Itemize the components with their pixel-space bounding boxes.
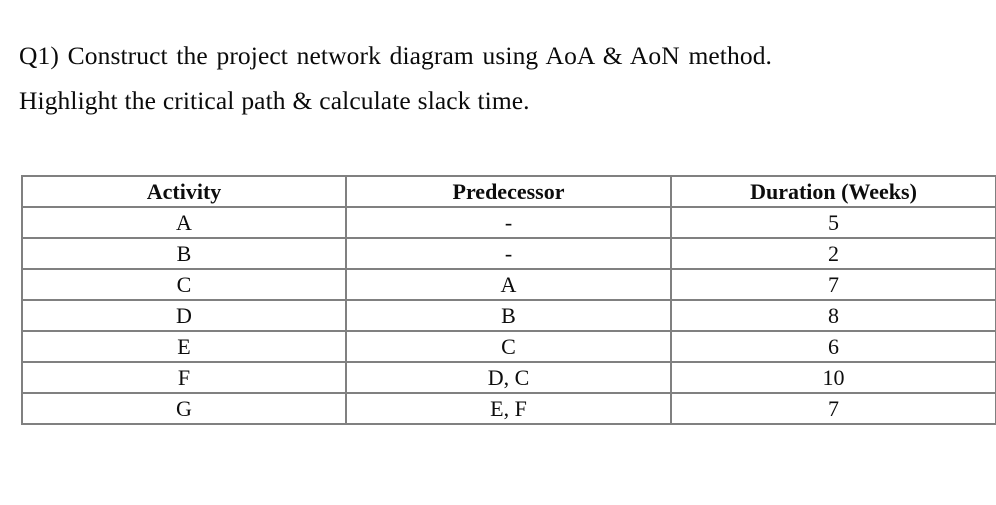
cell-duration: 6 [670, 330, 996, 363]
cell-activity: D [21, 299, 347, 332]
cell-predecessor: E, F [345, 392, 672, 425]
table-row: G E, F 7 [21, 392, 996, 425]
table-row: F D, C 10 [21, 361, 996, 394]
column-header-predecessor: Predecessor [345, 175, 672, 208]
cell-duration: 8 [670, 299, 996, 332]
cell-predecessor: - [345, 237, 672, 270]
column-header-duration: Duration (Weeks) [670, 175, 996, 208]
table-row: D B 8 [21, 299, 996, 332]
table-header: Activity Predecessor Duration (Weeks) [21, 175, 996, 208]
cell-duration: 5 [670, 206, 996, 239]
table-row: C A 7 [21, 268, 996, 301]
cell-predecessor: - [345, 206, 672, 239]
cell-duration: 7 [670, 268, 996, 301]
table-row: A - 5 [21, 206, 996, 239]
cell-activity: F [21, 361, 347, 394]
column-header-activity: Activity [21, 175, 347, 208]
activity-table-container: Activity Predecessor Duration (Weeks) A … [21, 175, 996, 425]
cell-activity: B [21, 237, 347, 270]
table-header-row: Activity Predecessor Duration (Weeks) [21, 175, 996, 208]
cell-predecessor: A [345, 268, 672, 301]
activity-table: Activity Predecessor Duration (Weeks) A … [21, 175, 996, 425]
cell-duration: 7 [670, 392, 996, 425]
cell-activity: C [21, 268, 347, 301]
question-line-2: Highlight the critical path & calculate … [19, 86, 530, 115]
table-body: A - 5 B - 2 C A 7 D B 8 [21, 206, 996, 425]
cell-duration: 2 [670, 237, 996, 270]
table-row: E C 6 [21, 330, 996, 363]
question-line-1: Q1) Construct the project network diagra… [19, 41, 773, 70]
cell-activity: A [21, 206, 347, 239]
cell-predecessor: B [345, 299, 672, 332]
table-row: B - 2 [21, 237, 996, 270]
cell-predecessor: C [345, 330, 672, 363]
cell-duration: 10 [670, 361, 996, 394]
cell-activity: E [21, 330, 347, 363]
cell-predecessor: D, C [345, 361, 672, 394]
cell-activity: G [21, 392, 347, 425]
question-prompt: Q1) Construct the project network diagra… [19, 33, 979, 123]
